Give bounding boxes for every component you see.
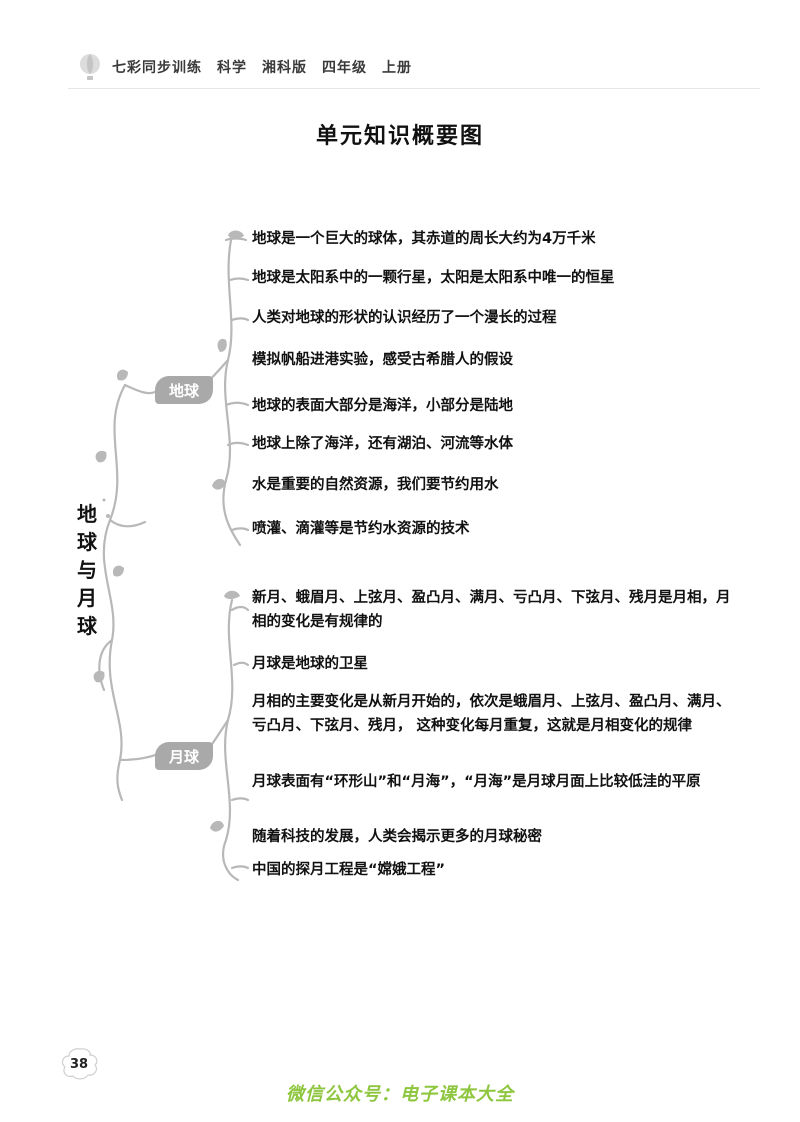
list-item: 月球表面有“环形山”和“月海”，“月海”是月球月面上比较低洼的平原 (252, 774, 701, 790)
root-label: 地球与月球 (77, 502, 97, 638)
page-header: 七彩同步训练 科学 湘科版 四年级 上册 (78, 52, 412, 82)
branch-tag-moon: 月球 (155, 742, 213, 770)
list-item: 地球上除了海洋，还有湖泊、河流等水体 (252, 436, 513, 452)
footer-watermark: 微信公众号：电子课本大全 (286, 1084, 514, 1105)
balloon-icon (80, 54, 100, 80)
header-divider (68, 88, 760, 89)
page-number: 38 (69, 1056, 89, 1072)
list-item: 地球是太阳系中的一颗行星，太阳是太阳系中唯一的恒星 (252, 270, 615, 286)
list-item: 月相的主要变化是从新月开始的，依次是蛾眉月、上弦月、盈凸月、满月、亏凸月、下弦月… (252, 694, 731, 734)
list-item: 地球是一个巨大的球体，其赤道的周长大约为4万千米 (252, 231, 596, 247)
page-title: 单元知识概要图 (315, 124, 484, 149)
list-item: 喷灌、滴灌等是节约水资源的技术 (252, 521, 470, 537)
list-item: 水是重要的自然资源，我们要节约用水 (252, 477, 499, 493)
list-item: 模拟帆船进港实验，感受古希腊人的假设 (252, 352, 513, 368)
list-item: 中国的探月工程是“嫦娥工程” (252, 862, 446, 878)
header-text: 七彩同步训练 科学 湘科版 四年级 上册 (112, 60, 412, 76)
page-number-badge (61, 1048, 98, 1080)
list-item: 随着科技的发展，人类会揭示更多的月球秘密 (252, 829, 542, 845)
list-item: 人类对地球的形状的认识经历了一个漫长的过程 (252, 310, 557, 326)
branch-tag-earth: 地球 (155, 376, 213, 404)
list-item: 月球是地球的卫星 (252, 656, 368, 672)
list-item: 地球的表面大部分是海洋，小部分是陆地 (252, 398, 513, 414)
list-item: 新月、蛾眉月、上弦月、盈凸月、满月、亏凸月、下弦月、残月是月相，月相的变化是有规… (252, 590, 731, 630)
